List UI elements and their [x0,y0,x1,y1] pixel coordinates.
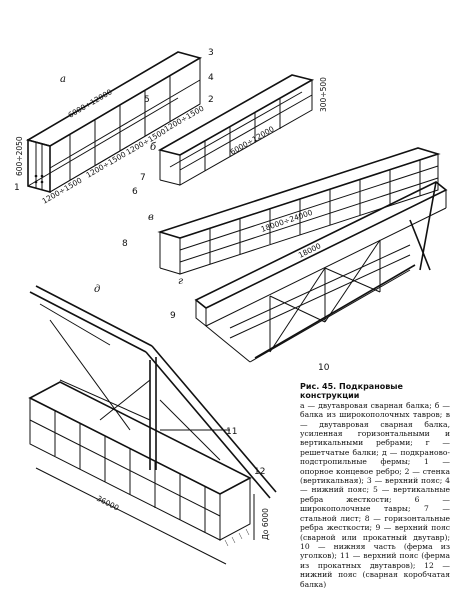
beam-a [25,51,203,194]
callout-5: 5 [144,95,150,105]
callout-8: 8 [122,239,128,249]
callout-10: 10 [318,363,330,373]
panel-label-a: а [60,74,66,85]
callout-7: 7 [140,173,146,183]
dim-a-span: 6000÷12000 [67,87,114,120]
dim-b-height: 300÷500 [319,77,328,112]
dim-a-flange-4: 1200÷1500 [163,104,206,134]
crane-structures-drawing: а 6000÷12000 600÷2050 1200÷1500 1200÷150… [14,48,448,565]
callout-4: 4 [208,73,214,83]
figure-caption: Рис. 45. Подкрановые конструкции а — дву… [300,382,450,589]
dim-a-flange-3: 1200÷1500 [125,127,168,157]
dim-a-flange-2: 1200÷1500 [85,150,128,180]
callout-9: 9 [170,311,176,321]
panel-label-b: б [150,142,157,153]
callout-12: 12 [254,467,265,477]
callout-6: 6 [132,187,138,197]
callout-2: 2 [208,95,214,105]
dim-d-height: До 6000 [261,508,270,540]
panel-label-d: д [94,284,100,295]
beam-b [157,74,315,186]
dim-d-span: 36000 [95,494,121,513]
dim-a-height: 600÷2050 [15,136,24,176]
beam-g [194,181,448,363]
beam-v [157,147,441,275]
truss-d [28,285,277,565]
panel-label-g: г [178,276,183,287]
callout-1: 1 [14,183,20,193]
callout-3: 3 [208,48,214,58]
caption-body: а — двутавровая сварная балка; б — балка… [300,400,450,589]
panel-label-v: в [148,212,154,223]
caption-title: Рис. 45. Подкрановые конструкции [300,382,403,401]
callout-11: 11 [226,427,237,437]
